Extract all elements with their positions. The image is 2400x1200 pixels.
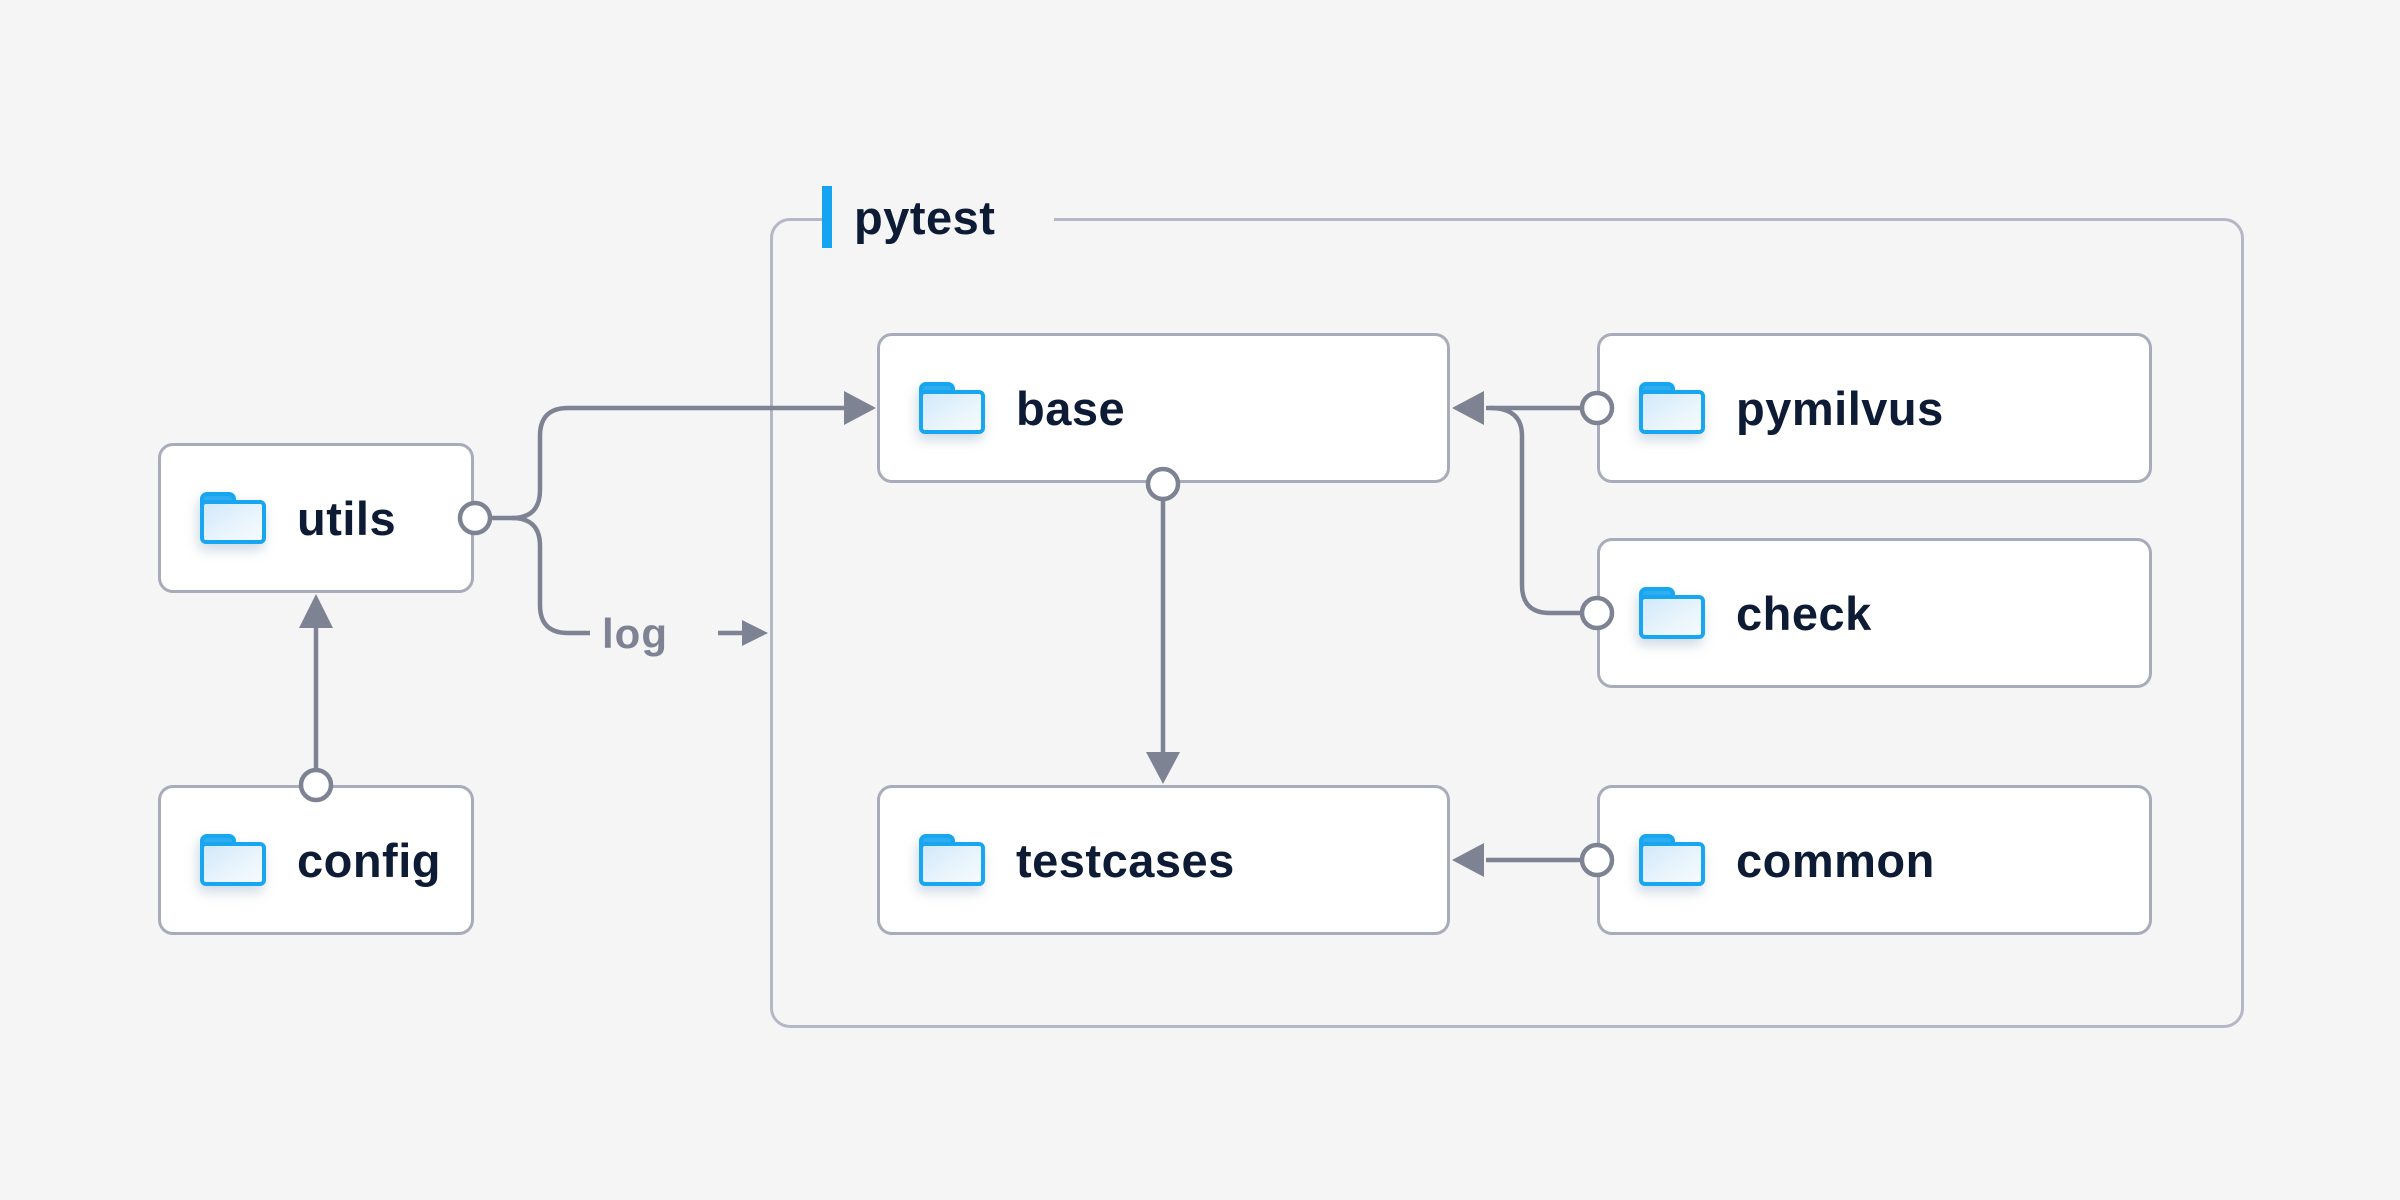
folder-node-label: common [1736,833,1935,887]
folder-node-label: utils [297,491,397,545]
folder-node-check: check [1597,538,2152,688]
edge-label-log: log [602,610,668,657]
arrowhead-into-utils [299,594,333,628]
folder-node-label: testcases [1016,833,1235,887]
pytest-group-container [770,218,2244,1028]
accent-bar [822,186,832,248]
folder-icon [199,833,267,887]
folder-node-testcases: testcases [877,785,1450,935]
folder-node-utils: utils [158,443,474,593]
arrowhead-log [742,620,768,646]
folder-node-pymilvus: pymilvus [1597,333,2152,483]
folder-icon [199,491,267,545]
folder-node-common: common [1597,785,2152,935]
folder-node-label: check [1736,586,1872,640]
pytest-group-title: pytest [854,190,996,244]
pytest-group-label: pytest [822,180,1054,254]
folder-icon [1638,833,1706,887]
folder-node-config: config [158,785,474,935]
folder-icon [918,381,986,435]
folder-node-label: pymilvus [1736,381,1944,435]
folder-icon [1638,586,1706,640]
folder-icon [1638,381,1706,435]
folder-icon [918,833,986,887]
folder-node-label: config [297,833,441,887]
folder-node-base: base [877,333,1450,483]
folder-node-label: base [1016,381,1126,435]
edge-utils-log [511,515,590,636]
